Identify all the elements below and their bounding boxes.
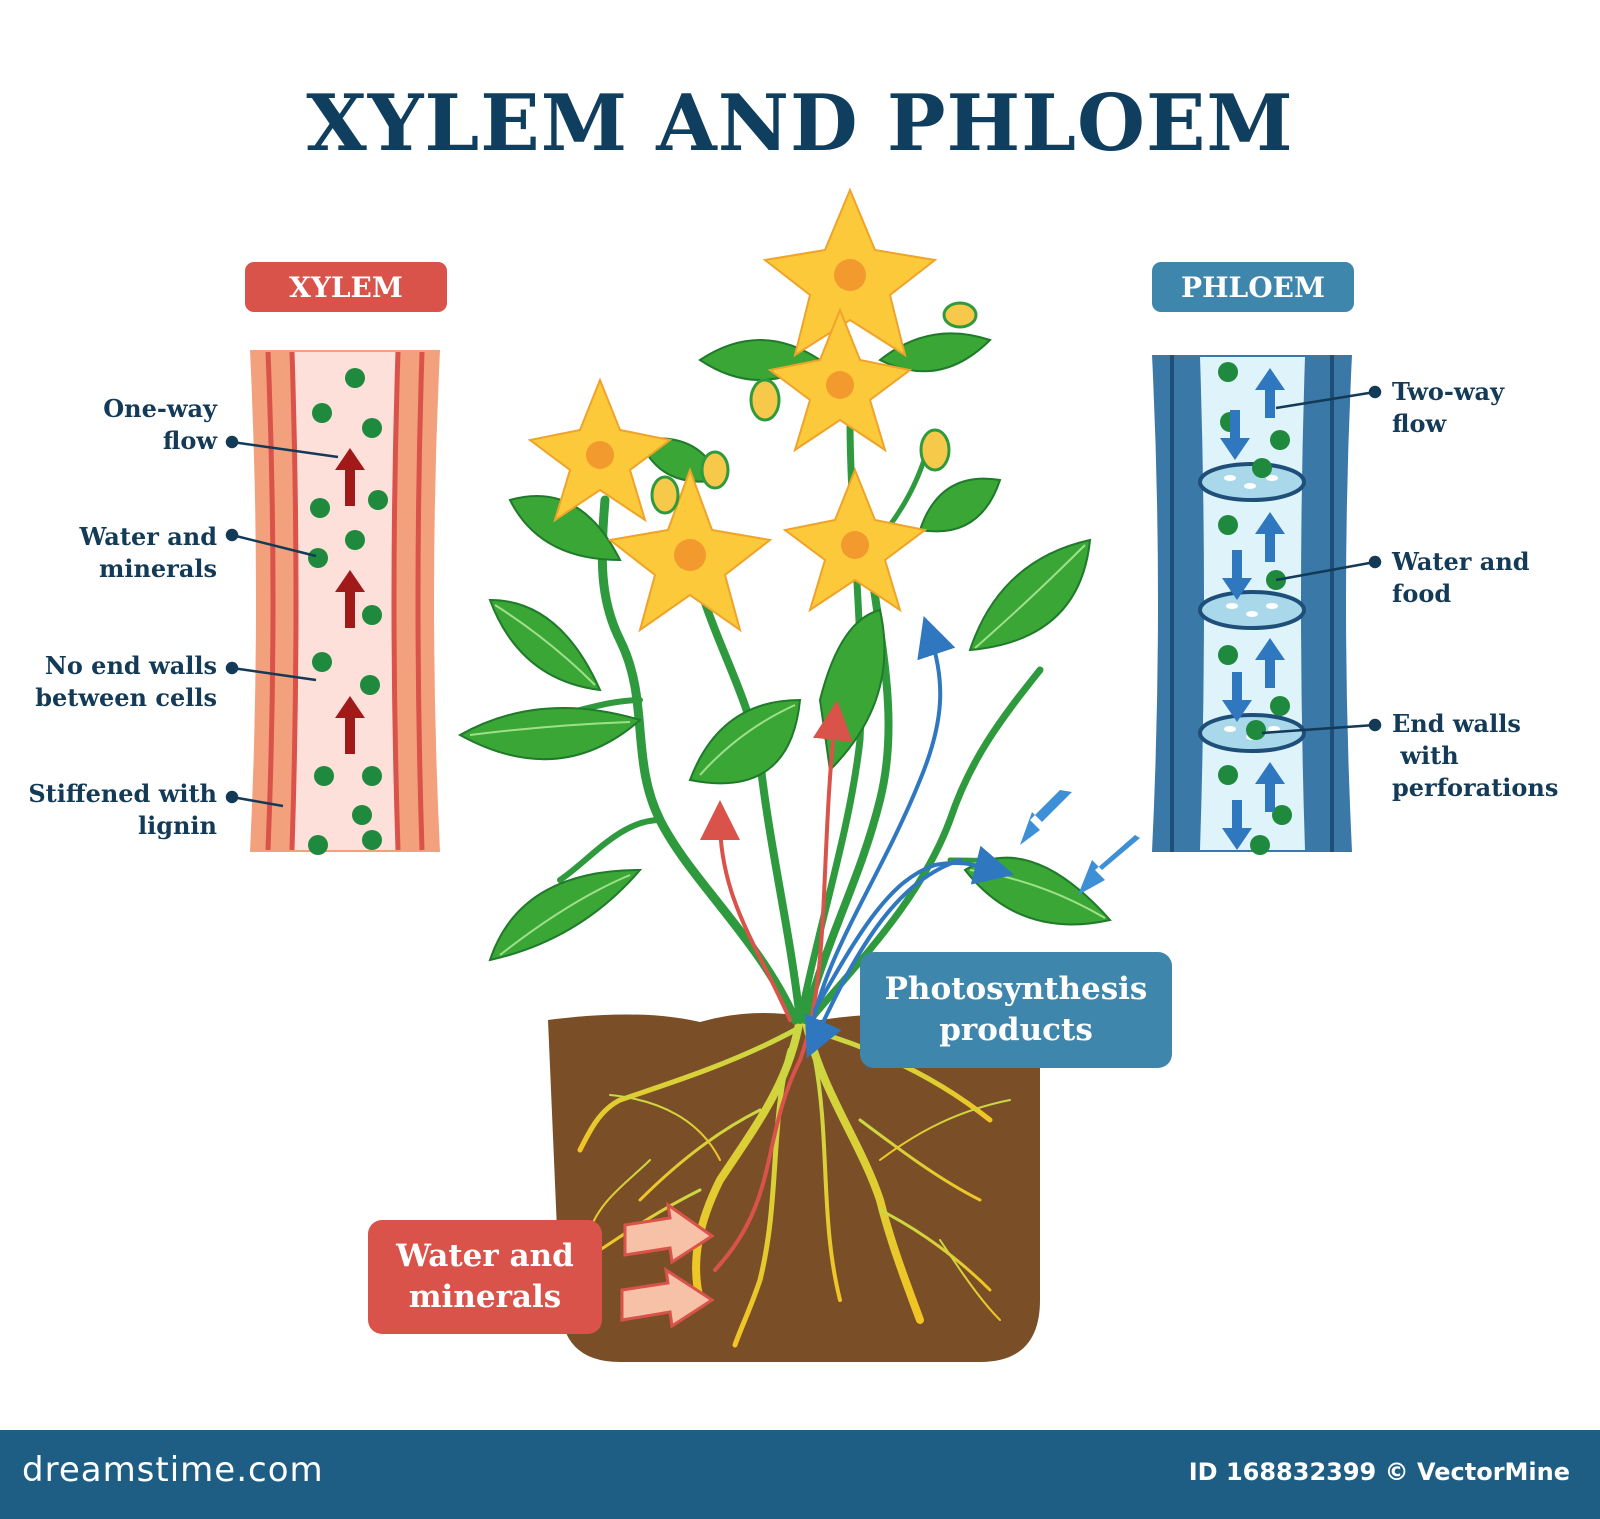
footer-brand: dreamstime.com	[22, 1450, 324, 1490]
phloem-label-water-food: Water and food	[1392, 547, 1530, 608]
phloem-badge: PHLOEM	[1152, 262, 1354, 312]
xylem-up-arrows	[335, 448, 365, 754]
phloem-label-two-way-flow: Two-way flow	[1392, 377, 1505, 438]
sieve-plates	[1198, 462, 1306, 753]
phloem-label-end-walls: End walls with perforations	[1392, 709, 1559, 802]
leaves	[457, 332, 1112, 962]
flower-centers	[586, 259, 869, 571]
diagram-title: XYLEM AND PHLOEM	[306, 78, 1294, 169]
water-minerals-box: Water and minerals	[368, 1220, 602, 1334]
xylem-label-lignin: Stiffened with lignin	[28, 779, 217, 840]
xylem-label-no-end-walls: No end walls between cells	[35, 651, 217, 712]
xylem-flow-lines	[700, 616, 1015, 1272]
phloem-flow-arrows	[1220, 368, 1285, 850]
sunlight-arrows	[1020, 790, 1140, 895]
footer-bar: dreamstime.com ID 168832399 © VectorMine	[0, 1430, 1600, 1519]
phloem-tube	[1152, 355, 1382, 855]
flowers	[527, 187, 938, 633]
water-intake-arrows	[620, 1201, 715, 1329]
flower-buds	[650, 301, 978, 515]
xylem-tube	[225, 350, 440, 855]
xylem-label-one-way-flow: One-way flow	[103, 394, 217, 455]
footer-credit: ID 168832399 © VectorMine	[1188, 1458, 1570, 1486]
xylem-label-water-minerals: Water and minerals	[79, 522, 217, 583]
photosynthesis-products-box: Photosynthesis products	[860, 952, 1172, 1068]
xylem-badge: XYLEM	[245, 262, 447, 312]
